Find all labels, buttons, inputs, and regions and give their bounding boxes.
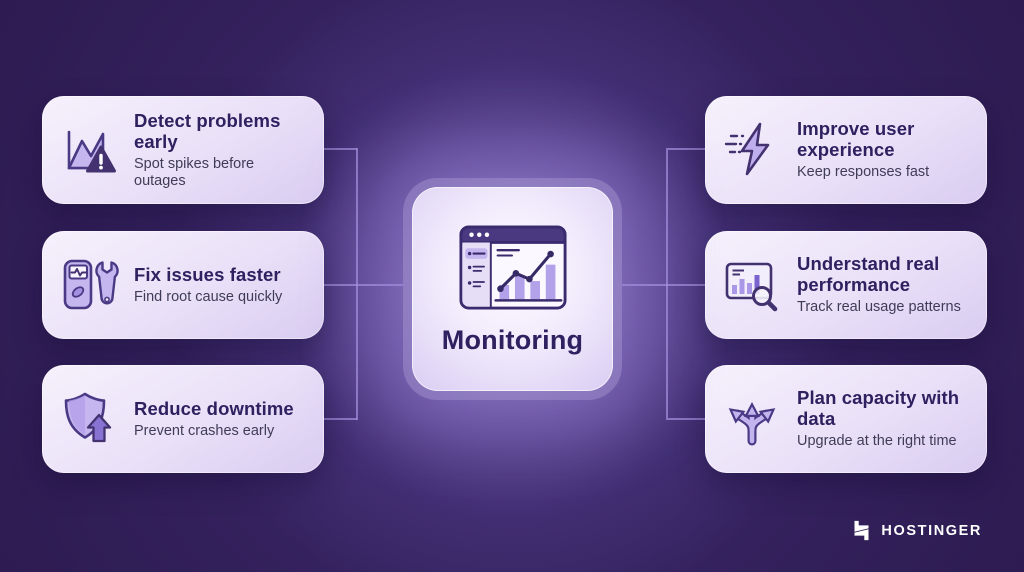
center-node: Monitoring: [403, 178, 622, 400]
center-node-label: Monitoring: [441, 324, 584, 355]
brand-footer: HOSTINGER: [851, 520, 982, 541]
card-title: Plan capacity with data: [797, 387, 960, 430]
connector-line: [668, 148, 705, 150]
branching-arrows-icon: [721, 388, 783, 450]
brand-name: HOSTINGER: [881, 522, 982, 539]
card-title: Detect problems early: [134, 109, 281, 152]
card-subtitle: Find root cause quickly: [134, 288, 283, 305]
card-fix-issues-faster: Fix issues faster Find root cause quickl…: [42, 231, 324, 339]
card-subtitle: Spot spikes before outages: [134, 155, 255, 190]
card-title: Understand real performance: [797, 253, 940, 296]
shield-up-arrow-icon: [58, 388, 120, 450]
connector-line: [666, 148, 668, 420]
card-detect-problems-early: Detect problems early Spot spikes before…: [42, 96, 324, 204]
connector-line: [668, 418, 705, 420]
card-plan-capacity-with-data: Plan capacity with data Upgrade at the r…: [705, 365, 987, 473]
card-reduce-downtime: Reduce downtime Prevent crashes early: [42, 365, 324, 473]
connector-line: [324, 284, 403, 286]
chart-spike-alert-icon: [58, 119, 120, 181]
card-subtitle: Upgrade at the right time: [797, 433, 957, 450]
card-title: Reduce downtime: [134, 397, 294, 419]
connector-line: [324, 418, 357, 420]
connector-line: [622, 284, 705, 286]
card-title: Fix issues faster: [134, 263, 281, 285]
connector-line: [324, 148, 357, 150]
diagnostic-device-wrench-icon: [58, 254, 120, 316]
card-subtitle: Track real usage patterns: [797, 299, 961, 316]
monitoring-dashboard-icon: [458, 225, 567, 309]
card-understand-real-performance: Understand real performance Track real u…: [705, 231, 987, 339]
card-title: Improve user experience: [797, 118, 915, 161]
speed-lightning-icon: [721, 119, 783, 181]
card-subtitle: Keep responses fast: [797, 164, 930, 181]
bar-chart-magnifier-icon: [721, 254, 783, 316]
hostinger-h-logo-icon: [854, 520, 869, 541]
connector-line: [356, 148, 358, 420]
card-improve-user-experience: Improve user experience Keep responses f…: [705, 96, 987, 204]
card-subtitle: Prevent crashes early: [134, 422, 275, 439]
